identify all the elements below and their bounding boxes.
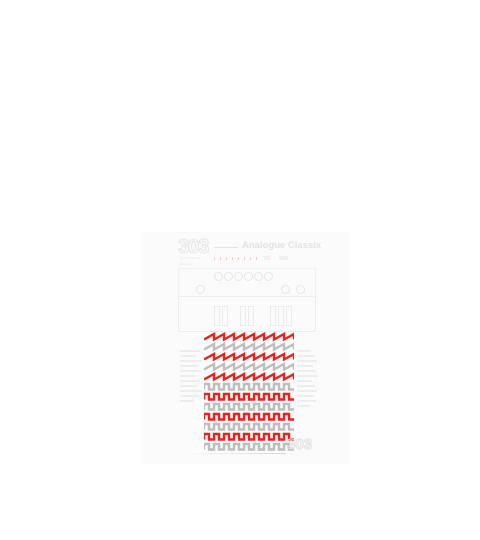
badge-number: 303: [286, 436, 313, 454]
cover-subtitle-2: Bass Line: [180, 262, 194, 266]
led-indicator: [250, 257, 251, 260]
bottom-rule: [180, 453, 286, 454]
led-indicator: [220, 257, 221, 260]
square-wave-row: [204, 382, 294, 391]
square-wave-row: [204, 402, 294, 411]
led-indicator: [232, 257, 233, 260]
led-indicator: [238, 257, 239, 260]
brand-number: 303: [177, 236, 209, 259]
knob-icon: [244, 272, 253, 281]
knob-icon: [234, 272, 243, 281]
knob-icon: [224, 272, 233, 281]
knob-icon: [254, 272, 263, 281]
knob-icon: [196, 285, 205, 294]
synth-control-panel: [178, 268, 316, 297]
synth-key: [286, 306, 292, 326]
square-wave-row: [204, 432, 294, 441]
synth-key: [214, 306, 220, 326]
cover-title: Analogue Classix: [242, 240, 322, 251]
square-wave-row: [204, 412, 294, 421]
title-divider: [214, 247, 238, 248]
ghost-text-column-right: [297, 350, 319, 410]
square-wave-row: [204, 442, 294, 451]
display-digits: 888: [279, 256, 289, 262]
sawtooth-wave-row: [204, 351, 294, 362]
sawtooth-wave-row: [204, 332, 294, 342]
knob-icon: [264, 272, 273, 281]
led-indicator: [244, 257, 245, 260]
led-indicator: [256, 257, 257, 260]
knob-icon: [296, 285, 305, 294]
synth-illustration: [178, 296, 316, 332]
waveform-artwork: [204, 332, 294, 451]
display-digits: 88: [264, 256, 271, 262]
sawtooth-wave-row: [204, 341, 294, 352]
led-indicator: [226, 257, 227, 260]
square-wave-row: [204, 422, 294, 431]
square-wave-row: [204, 392, 294, 401]
sawtooth-wave-row: [204, 361, 294, 372]
synth-key: [278, 306, 284, 326]
synth-key: [248, 306, 254, 326]
knob-icon: [281, 285, 290, 294]
led-indicator: [214, 257, 215, 260]
synth-key: [222, 306, 228, 326]
synth-key: [240, 306, 246, 326]
cover-subtitle-1: Roland TB-303: [180, 256, 201, 260]
synth-key: [270, 306, 276, 326]
ghost-text-column-left: [180, 350, 202, 405]
sawtooth-wave-row: [204, 371, 294, 382]
knob-icon: [214, 272, 223, 281]
